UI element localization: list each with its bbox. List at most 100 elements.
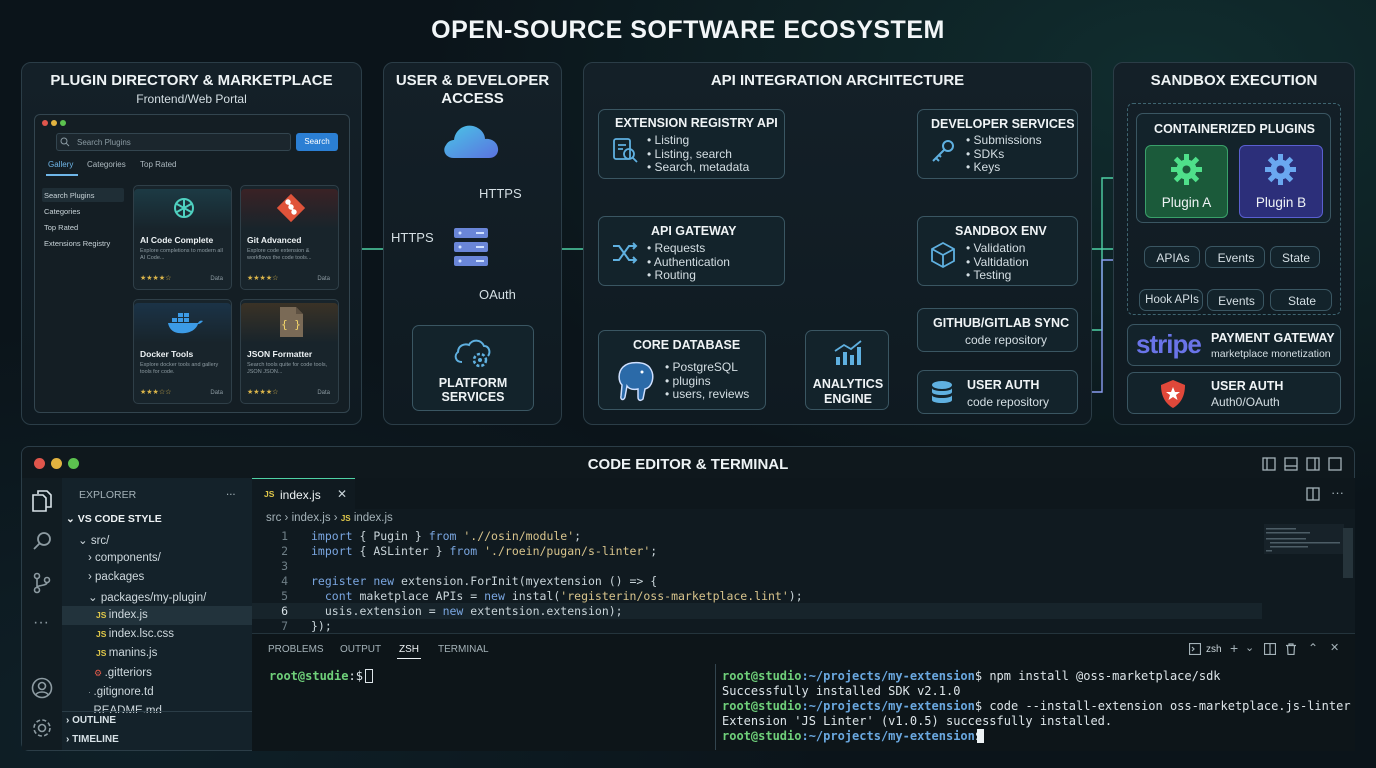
list-item: plugins	[665, 374, 749, 389]
timeline-section[interactable]: › TIMELINE	[66, 734, 119, 745]
chevron-down-icon: ⌄	[78, 535, 91, 547]
layout-icons[interactable]	[1262, 456, 1342, 472]
breadcrumb-item[interactable]: index.js	[353, 512, 393, 524]
breadcrumb-item[interactable]: src	[266, 512, 282, 524]
editor-zoom-dot[interactable]	[68, 458, 79, 469]
analytics-line2: ENGINE	[824, 392, 872, 406]
window-zoom-dot[interactable]	[60, 120, 66, 126]
editor-more-icon[interactable]: ···	[1331, 485, 1344, 500]
split-editor-icon[interactable]	[1306, 487, 1320, 501]
files-icon[interactable]	[31, 489, 53, 513]
section-label: OUTLINE	[72, 715, 116, 726]
git-icon	[276, 193, 306, 223]
scrollbar[interactable]	[1343, 528, 1353, 578]
database-icon	[932, 381, 952, 403]
side-item-search-plugins[interactable]: Search Plugins	[44, 191, 95, 200]
payment-gateway-node[interactable]: stripe PAYMENT GATEWAY marketplace monet…	[1127, 324, 1341, 366]
explorer-more-icon[interactable]: ...	[226, 486, 236, 498]
analytics-engine-node[interactable]: ANALYTICS ENGINE	[805, 330, 889, 410]
close-icon[interactable]: ✕	[1330, 642, 1340, 654]
tree-item-gitteriors[interactable]: ⚙ .gitteriors	[94, 667, 152, 679]
window-close-dot[interactable]	[42, 120, 48, 126]
api-gateway-node[interactable]: API GATEWAY RequestsAuthenticationRoutin…	[598, 216, 785, 286]
list-item: Listing, search	[647, 147, 749, 162]
key-icon	[932, 140, 954, 162]
sandbox-env-node[interactable]: SANDBOX ENV ValidationValtidationTesting	[917, 216, 1078, 286]
marketplace-search-input[interactable]: Search Plugins	[56, 133, 291, 151]
tree-item-packages[interactable]: › packages	[88, 571, 144, 583]
marketplace-subtitle: Frontend/Web Portal	[136, 92, 247, 106]
close-icon[interactable]: ✕	[337, 487, 348, 501]
chevron-up-icon[interactable]: ⌃	[1308, 641, 1319, 655]
auth0-node[interactable]: USER AUTH Auth0/OAuth	[1127, 372, 1341, 414]
prompt-path: :~/projects/my-extension	[801, 729, 975, 743]
developer-services-node[interactable]: DEVELOPER SERVICES SubmissionsSDKsKeys	[917, 109, 1078, 179]
tree-item-components[interactable]: › components/	[88, 552, 161, 564]
user-auth-node[interactable]: USER AUTH code repository	[917, 370, 1078, 414]
terminal-tab-problems[interactable]: PROBLEMS	[268, 644, 324, 655]
editor-close-dot[interactable]	[34, 458, 45, 469]
search-button[interactable]: Search	[296, 133, 338, 151]
analytics-line1: ANALYTICS	[812, 377, 884, 391]
platform-services-node[interactable]	[412, 325, 534, 411]
list-item: Requests	[647, 241, 730, 256]
side-item-extensions-registry[interactable]: Extensions Registry	[44, 239, 111, 248]
terminal-shell-label[interactable]: zsh	[1206, 644, 1222, 655]
minimap[interactable]	[1264, 524, 1344, 554]
window-minimize-dot[interactable]	[51, 120, 57, 126]
prompt-user: root@studio	[722, 669, 802, 683]
terminal-tab-output[interactable]: OUTPUT	[340, 644, 382, 655]
search-icon[interactable]	[32, 531, 52, 551]
node-sub: code repository	[967, 395, 1050, 409]
command: $ code --install-extension oss-marketpla…	[974, 699, 1351, 713]
terminal-panel[interactable]	[252, 633, 1355, 751]
tree-item-src[interactable]: ⌄ src/	[78, 533, 109, 547]
terminal-tab-zsh[interactable]: ZSH	[399, 644, 419, 655]
activity-bar	[22, 478, 62, 750]
tree-item-index-js[interactable]: JS index.js	[96, 609, 148, 621]
platform-services-line1: PLATFORM	[438, 376, 508, 390]
tree-item-gitignore[interactable]: · .gitignore.td	[88, 686, 154, 698]
github-sync-node[interactable]: GITHUB/GITLAB SYNC code repository	[917, 308, 1078, 352]
cloud-icon	[444, 125, 499, 158]
workspace-folder[interactable]: ⌄ VS CODE STYLE	[66, 513, 162, 525]
tree-item-readme[interactable]: · README.md	[88, 705, 162, 713]
extension-registry-node[interactable]: EXTENSION REGISTRY API ListingListing, s…	[598, 109, 785, 179]
more-icon[interactable]: ···	[33, 614, 49, 631]
plugin-card-git-advanced[interactable]: Git Advanced Explore code extension & wo…	[240, 185, 339, 290]
plugin-card-ai-code[interactable]: AI Code Complete Explore completions to …	[133, 185, 232, 290]
list-item: SDKs	[966, 147, 1042, 162]
split-terminal-icon[interactable]	[1264, 643, 1276, 655]
sandbox-state-pill: State	[1270, 246, 1320, 268]
plugin-card-docker-tools[interactable]: Docker Tools Explore docker tools and ga…	[133, 299, 232, 404]
editor-tab-index-js[interactable]: JS index.js ✕	[252, 478, 355, 509]
tree-label: manins.js	[108, 647, 158, 659]
node-title: API GATEWAY	[651, 224, 737, 238]
settings-gear-icon[interactable]	[31, 717, 53, 739]
breadcrumb-item[interactable]: index.js	[291, 512, 331, 524]
source-control-icon[interactable]	[32, 572, 52, 594]
card-name: Docker Tools	[140, 349, 194, 359]
tab-top-rated[interactable]: Top Rated	[140, 160, 177, 169]
side-item-top-rated[interactable]: Top Rated	[44, 223, 79, 232]
account-icon[interactable]	[31, 677, 53, 699]
terminal-tab-terminal[interactable]: TERMINAL	[438, 644, 489, 655]
plugin-card-json-formatter[interactable]: { } JSON Formatter Search tools quite fo…	[240, 299, 339, 404]
side-item-categories[interactable]: Categories	[44, 207, 81, 216]
editor-minimize-dot[interactable]	[51, 458, 62, 469]
tree-item-manins[interactable]: JS manins.js	[96, 647, 157, 659]
trash-icon[interactable]	[1285, 643, 1297, 655]
node-title: CORE DATABASE	[633, 338, 741, 352]
code-line: register new extension.ForInit(myextensi…	[311, 574, 658, 588]
outline-section[interactable]: › OUTLINE	[66, 715, 116, 726]
tab-gallery[interactable]: Gallery	[48, 160, 74, 169]
card-data-label: Data	[210, 276, 223, 282]
chevron-right-icon: ›	[88, 571, 96, 583]
tree-item-css[interactable]: JS index.lsc.css	[96, 628, 174, 640]
terminal-cursor	[977, 729, 984, 743]
add-terminal-icon[interactable]: +	[1230, 640, 1239, 656]
core-database-node[interactable]: CORE DATABASE PostgreSQLpluginsusers, re…	[598, 330, 766, 410]
tree-item-my-plugin[interactable]: ⌄ packages/my-plugin/	[88, 590, 206, 604]
tab-categories[interactable]: Categories	[87, 160, 126, 169]
chevron-down-icon[interactable]: ⌄	[1245, 642, 1255, 654]
